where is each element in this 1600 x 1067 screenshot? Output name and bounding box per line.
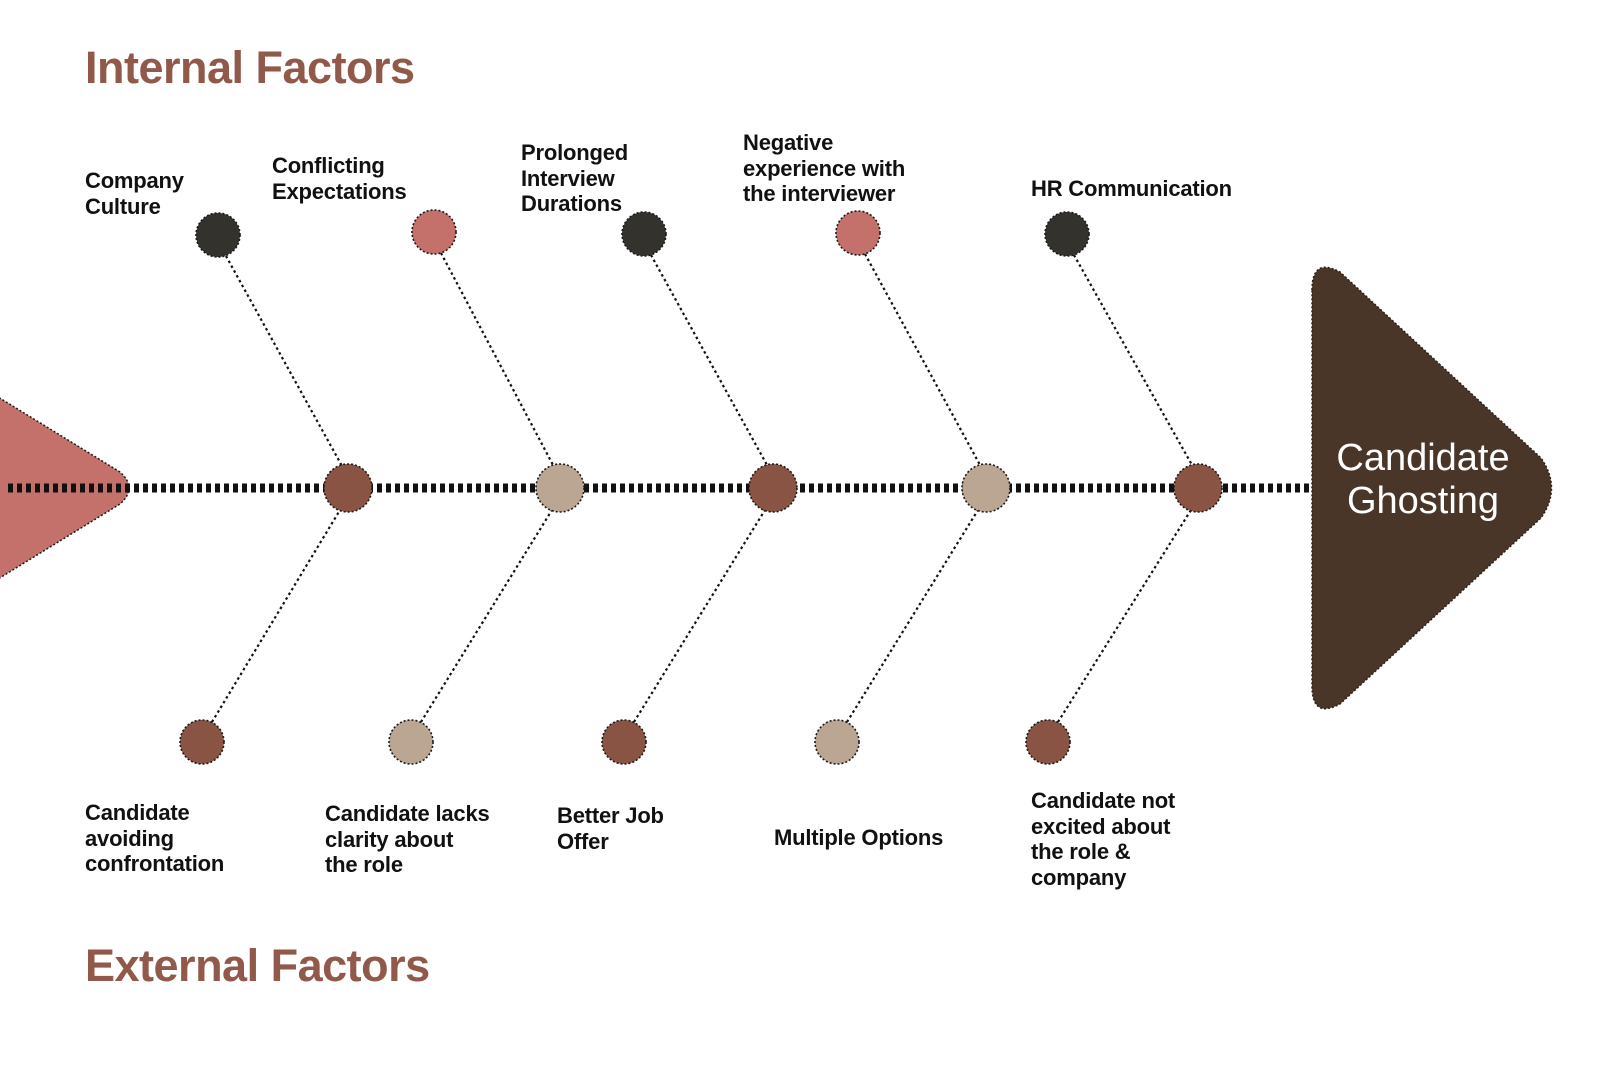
spine-node-2[interactable]: [535, 463, 585, 513]
internal-cause-dots: [195, 209, 1090, 258]
branch-line-prolonged-interview-durations: [650, 254, 768, 466]
external-cause-dots: [179, 719, 1071, 765]
branch-line-hr-communication: [1073, 254, 1193, 466]
cause-dot-negative-experience-with-the-interviewer[interactable]: [835, 210, 881, 256]
branch-line-conflicting-expectations: [440, 252, 554, 466]
cause-dot-company-culture[interactable]: [195, 212, 241, 258]
cause-label-candidate-not-excited-about-the-role-company: Candidate not excited about the role & c…: [1031, 788, 1176, 890]
cause-dot-candidate-lacks-clarity-about-the-role[interactable]: [388, 719, 434, 765]
cause-dot-hr-communication[interactable]: [1044, 211, 1090, 257]
spine-node-4[interactable]: [961, 463, 1011, 513]
branch-line-company-culture: [225, 255, 343, 467]
cause-label-prolonged-interview-durations: Prolonged Interview Durations: [521, 140, 628, 217]
spine-node-1[interactable]: [323, 463, 373, 513]
cause-dot-candidate-not-excited-about-the-role-company[interactable]: [1025, 719, 1071, 765]
effect-arrow-head: [1311, 266, 1553, 710]
cause-label-negative-experience-with-the-interviewer: Negative experience with the interviewer: [743, 130, 906, 207]
cause-label-conflicting-expectations: Conflicting Expectations: [272, 153, 407, 204]
branch-line-multiple-options: [846, 509, 979, 723]
effect-label: Candidate Ghosting: [1336, 437, 1510, 523]
branch-line-candidate-lacks-clarity: [420, 509, 553, 723]
branch-line-negative-experience: [864, 253, 981, 466]
branch-line-candidate-not-excited: [1057, 509, 1192, 723]
cause-dot-candidate-avoiding-confrontation[interactable]: [179, 719, 225, 765]
branch-line-candidate-avoiding-confrontation: [211, 509, 341, 723]
branch-line-better-job-offer: [633, 509, 766, 723]
section-title-internal: Internal Factors: [85, 42, 415, 93]
spine-nodes: [323, 463, 1223, 513]
cause-label-multiple-options: Multiple Options: [774, 825, 944, 850]
cause-dot-better-job-offer[interactable]: [601, 719, 647, 765]
cause-dot-multiple-options[interactable]: [814, 719, 860, 765]
cause-dot-prolonged-interview-durations[interactable]: [621, 211, 667, 257]
cause-label-candidate-avoiding-confrontation: Candidate avoiding confrontation: [85, 800, 225, 877]
spine-node-3[interactable]: [748, 463, 798, 513]
spine-node-5[interactable]: [1173, 463, 1223, 513]
section-title-external: External Factors: [85, 940, 430, 991]
cause-label-hr-communication: HR Communication: [1031, 176, 1232, 201]
cause-dot-conflicting-expectations[interactable]: [411, 209, 457, 255]
cause-label-candidate-lacks-clarity-about-the-role: Candidate lacks clarity about the role: [325, 801, 490, 878]
branch-lines: [211, 252, 1193, 723]
cause-label-company-culture: Company Culture: [85, 168, 184, 219]
cause-label-better-job-offer: Better Job Offer: [557, 803, 664, 854]
